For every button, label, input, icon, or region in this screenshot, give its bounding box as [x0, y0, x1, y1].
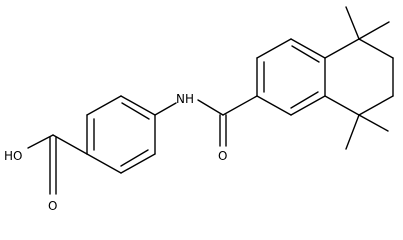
carboxyl-group	[27, 134, 88, 195]
bond	[324, 95, 360, 116]
bond	[256, 95, 292, 116]
bond	[358, 38, 394, 59]
saturated-ring	[324, 38, 394, 116]
carbonyl-oxygen-label: O	[48, 199, 57, 213]
bond	[222, 95, 258, 116]
methyl-bond	[358, 114, 389, 132]
bond	[27, 134, 54, 149]
bond	[358, 95, 394, 116]
molecule-drawing: HO O NH O	[4, 6, 394, 213]
hydroxyl-label: HO	[4, 149, 22, 163]
aromatic-ring-right	[256, 38, 326, 116]
bond	[154, 102, 177, 116]
bond	[86, 153, 122, 174]
double-bond	[120, 149, 149, 167]
bond	[120, 95, 156, 116]
amide-linkage	[154, 95, 258, 147]
double-bond	[290, 91, 319, 109]
methyl-bond	[345, 6, 360, 40]
amide-oxygen-label: O	[218, 149, 227, 163]
methyl-groups	[345, 6, 390, 150]
bond	[290, 95, 326, 116]
bond	[52, 134, 88, 155]
benzoic-ring	[86, 95, 156, 174]
double-bond	[121, 102, 150, 120]
methyl-bond	[345, 114, 360, 150]
double-bond	[291, 45, 320, 63]
bond	[256, 38, 292, 59]
bond	[324, 38, 360, 59]
bond	[120, 153, 156, 174]
amide-nh-label: NH	[176, 92, 194, 106]
structure-canvas: HO O NH O	[4, 6, 394, 213]
methyl-bond	[358, 21, 390, 40]
bond	[86, 95, 122, 116]
bond	[197, 99, 224, 116]
bond	[290, 38, 326, 59]
